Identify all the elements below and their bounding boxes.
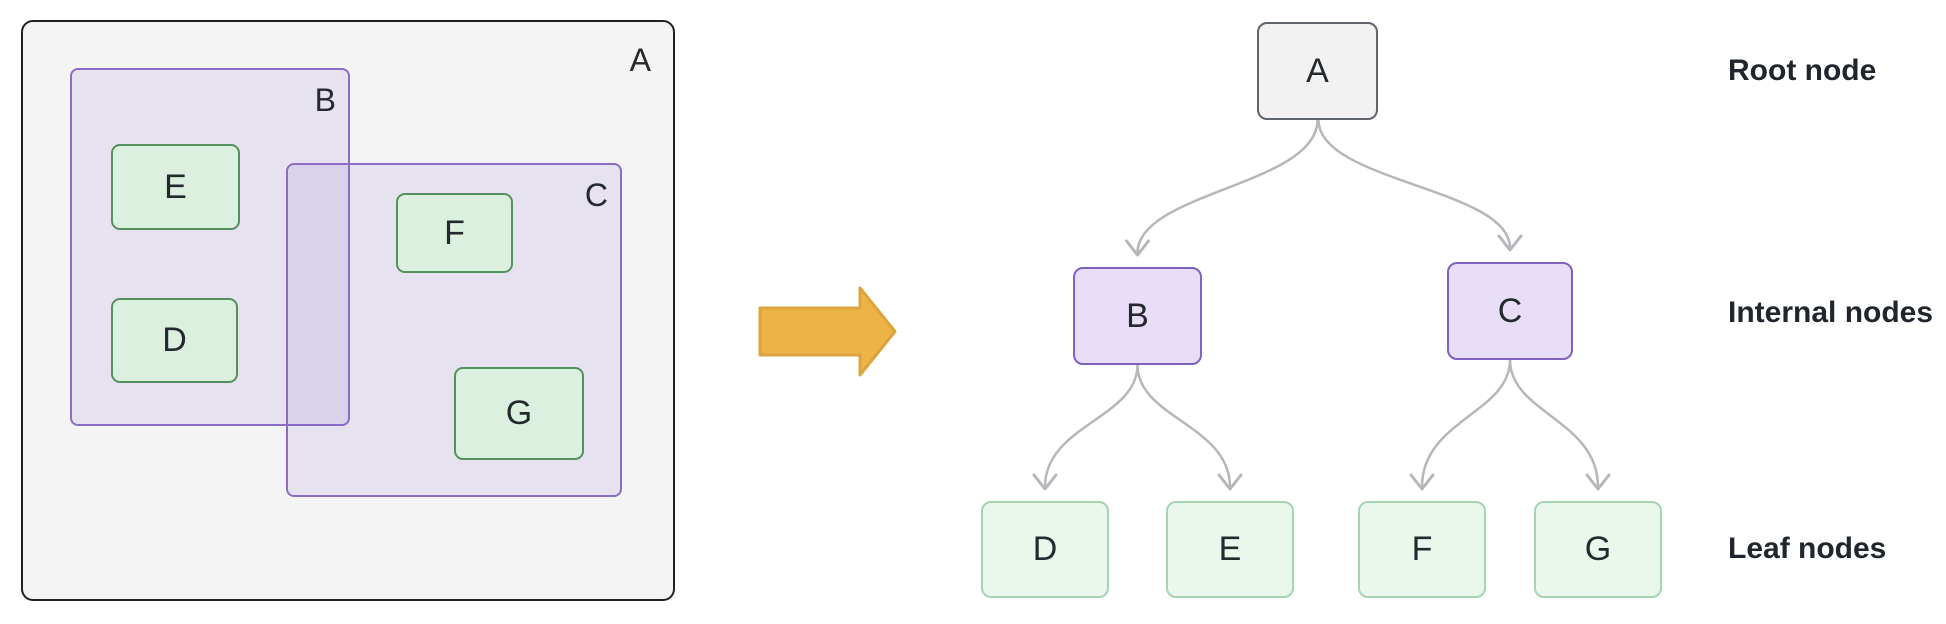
item-box-g: G: [454, 367, 584, 460]
tree-node-b: B: [1073, 267, 1202, 365]
set-c-label: C: [584, 177, 608, 213]
item-e-label: E: [164, 167, 187, 206]
legend-leaf-nodes: Leaf nodes: [1728, 532, 1887, 565]
item-d-label: D: [162, 321, 187, 359]
set-a-label: A: [629, 42, 651, 78]
tree-node-c: C: [1447, 262, 1573, 360]
tree-node-g-label: G: [1584, 530, 1612, 568]
tree-node-g: G: [1534, 501, 1662, 598]
tree-node-b-label: B: [1126, 296, 1149, 335]
tree-node-a-label: A: [1306, 51, 1329, 90]
item-f-label: F: [444, 213, 465, 252]
set-b-label: B: [314, 82, 336, 118]
tree-node-d-label: D: [1032, 530, 1058, 568]
tree-node-e: E: [1166, 501, 1294, 598]
item-g-label: G: [505, 394, 533, 432]
tree-node-a: A: [1257, 22, 1378, 120]
right-arrow-icon: [758, 286, 899, 377]
legend-internal-nodes: Internal nodes: [1728, 296, 1934, 329]
tree-node-c-label: C: [1497, 291, 1523, 330]
item-box-f: F: [396, 193, 513, 273]
legend-root-node: Root node: [1728, 54, 1877, 87]
tree-node-d: D: [981, 501, 1109, 598]
item-box-e: E: [111, 144, 240, 230]
tree-node-f: F: [1358, 501, 1486, 598]
item-box-d: D: [111, 298, 238, 383]
tree-node-f-label: F: [1411, 530, 1433, 568]
tree-node-e-label: E: [1218, 530, 1242, 568]
